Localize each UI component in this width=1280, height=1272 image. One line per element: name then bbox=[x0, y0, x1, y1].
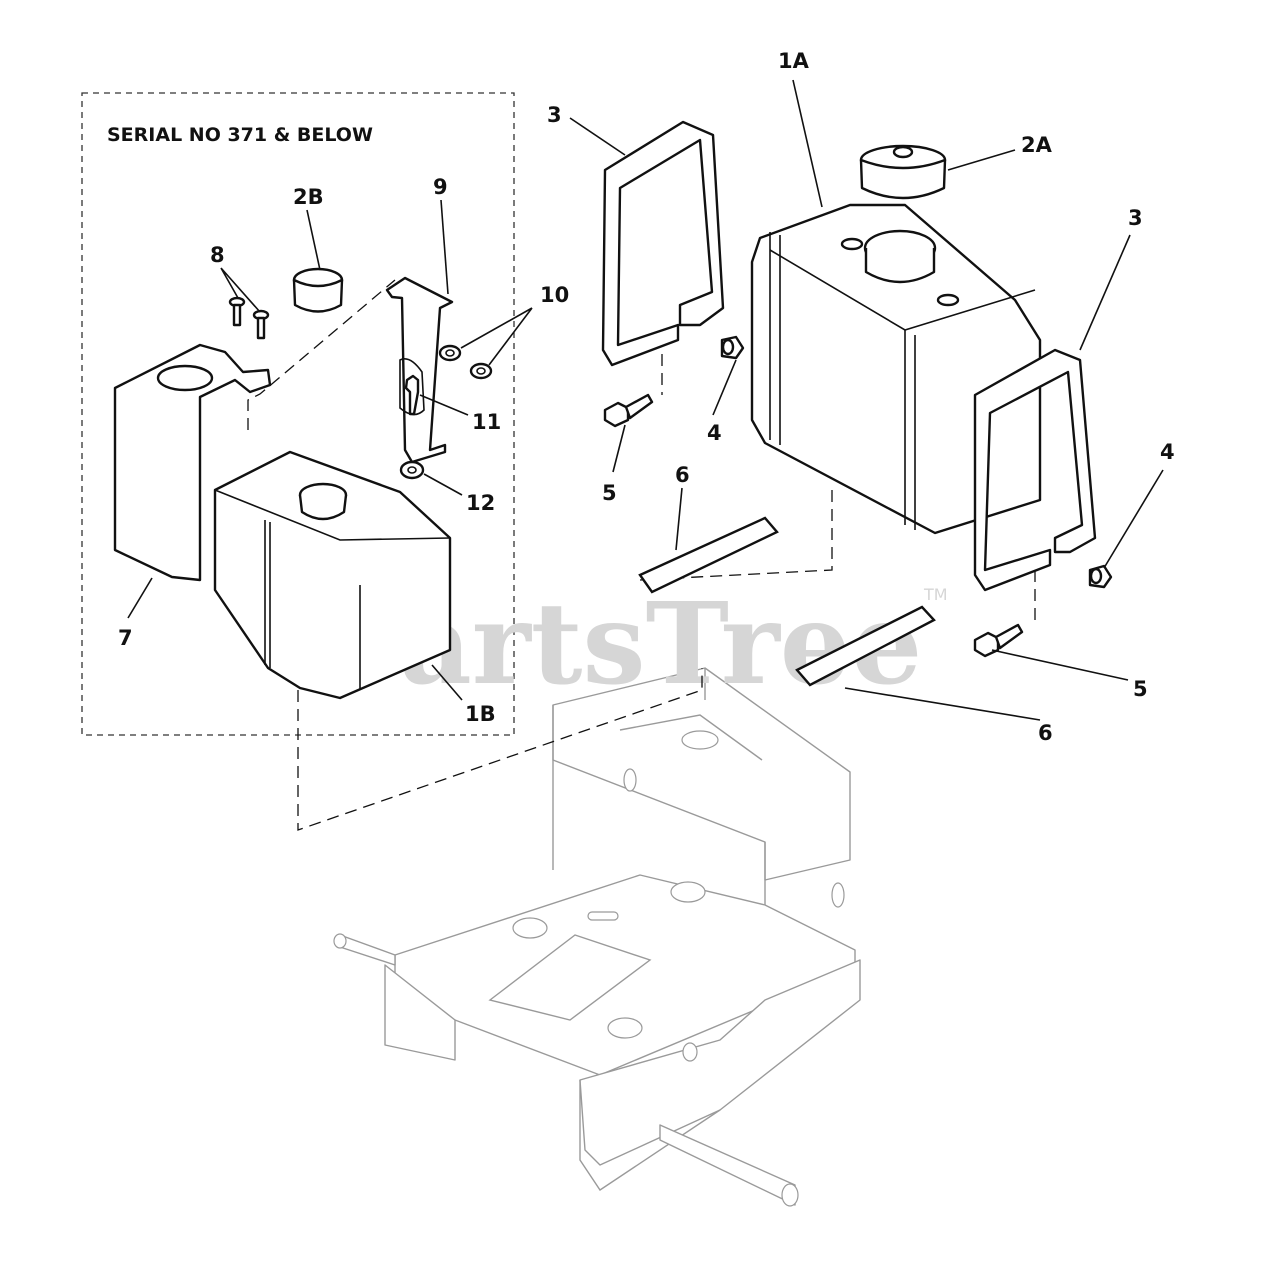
nut-10-a bbox=[438, 344, 462, 362]
callout-4-left: 4 bbox=[707, 421, 722, 445]
callout-7: 7 bbox=[118, 626, 133, 650]
leader-lines bbox=[127, 79, 1164, 721]
fuel-tank-1a bbox=[750, 203, 1042, 535]
bolt-11 bbox=[404, 374, 420, 416]
watermark-trademark: TM bbox=[923, 585, 948, 604]
nut-4-left bbox=[720, 335, 745, 360]
heat-shield-7 bbox=[113, 343, 272, 582]
nut-10-b bbox=[469, 362, 493, 380]
bolt-8-a bbox=[228, 296, 246, 327]
callout-2a: 2A bbox=[1021, 133, 1053, 157]
tank-strap-right bbox=[973, 348, 1097, 592]
pad-6-right bbox=[795, 605, 936, 687]
callout-6-left: 6 bbox=[675, 463, 690, 487]
callout-3-left: 3 bbox=[547, 103, 562, 127]
bracket-9 bbox=[385, 276, 454, 464]
callout-1a: 1A bbox=[778, 49, 810, 73]
callout-10: 10 bbox=[540, 283, 569, 307]
chassis-frame bbox=[333, 667, 861, 1207]
callout-12: 12 bbox=[466, 491, 495, 515]
bolt-8-b bbox=[252, 309, 270, 340]
nut-12 bbox=[399, 460, 425, 480]
callout-5-left: 5 bbox=[602, 481, 617, 505]
fuel-cap-2a bbox=[859, 144, 947, 200]
tank-strap-left bbox=[601, 120, 725, 367]
callout-11: 11 bbox=[472, 410, 501, 434]
callout-4-right: 4 bbox=[1160, 440, 1175, 464]
callout-5-right: 5 bbox=[1133, 677, 1148, 701]
fuel-tank-1b bbox=[213, 450, 452, 700]
callout-1b: 1B bbox=[465, 702, 496, 726]
nut-4-right bbox=[1088, 564, 1113, 589]
callout-3-right: 3 bbox=[1128, 206, 1143, 230]
fuel-cap-2b bbox=[292, 267, 344, 313]
callout-8: 8 bbox=[210, 243, 225, 267]
tank-1a-alignment-line bbox=[639, 490, 833, 581]
serial-range-caption: SERIAL NO 371 & BELOW bbox=[107, 124, 373, 146]
callout-9: 9 bbox=[433, 175, 448, 199]
pad-6-left bbox=[638, 516, 779, 594]
bolt-5-left bbox=[603, 393, 654, 428]
callout-6-right: 6 bbox=[1038, 721, 1053, 745]
tank-1b-alignment-line bbox=[297, 668, 703, 831]
callout-2b: 2B bbox=[293, 185, 324, 209]
